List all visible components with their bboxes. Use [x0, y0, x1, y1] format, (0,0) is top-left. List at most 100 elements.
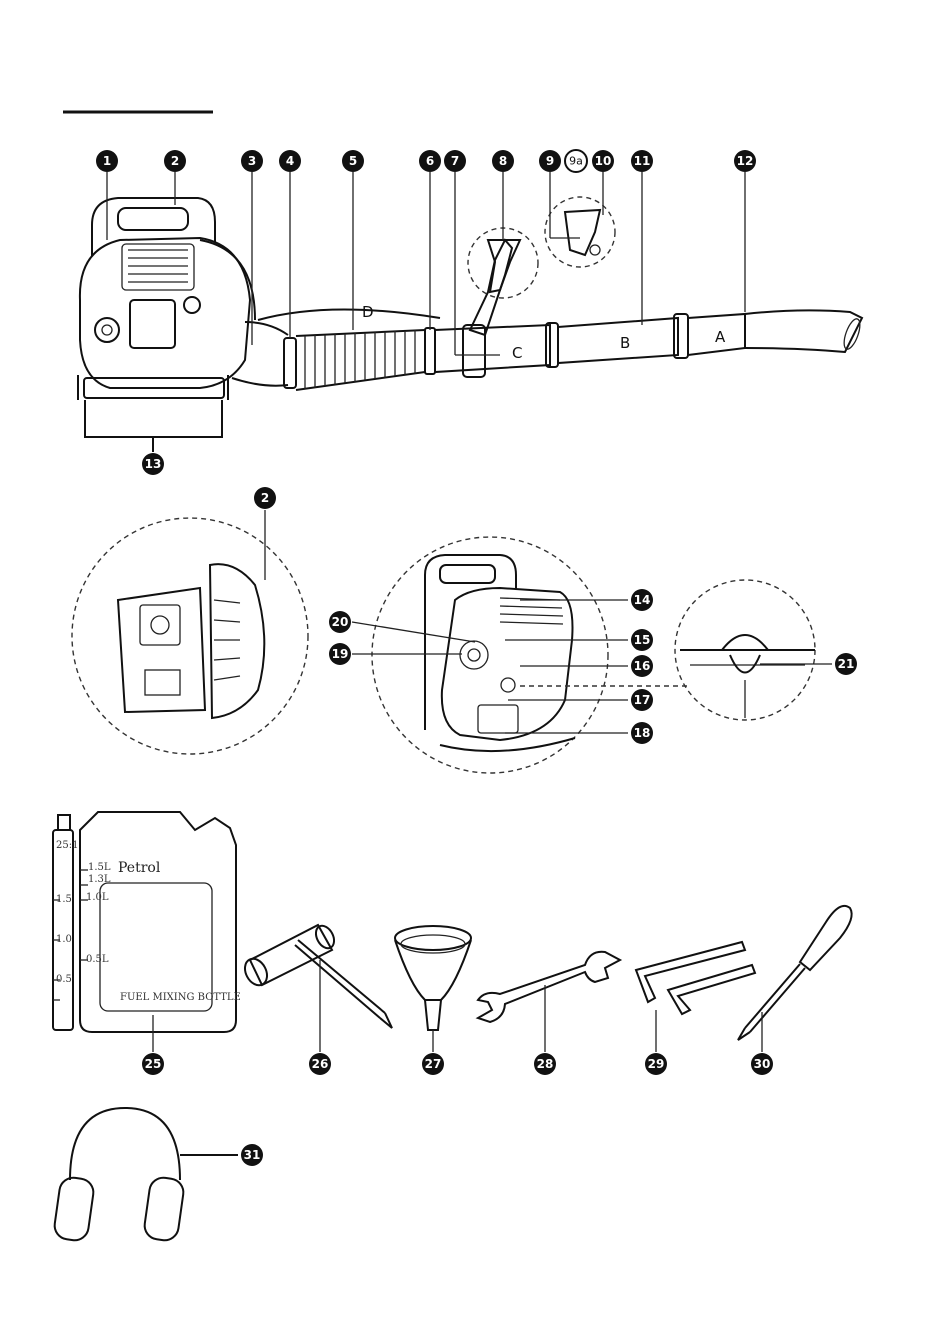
svg-text:2: 2 [261, 491, 269, 505]
svg-text:13: 13 [145, 457, 162, 471]
svg-text:2: 2 [171, 154, 179, 168]
side-backplate [210, 564, 264, 718]
tube-letter-b: B [620, 334, 630, 352]
svg-text:17: 17 [634, 693, 651, 707]
svg-text:15: 15 [634, 633, 651, 647]
svg-text:10: 10 [595, 154, 612, 168]
bottle-ratio: 25:1 [56, 840, 78, 851]
callout-27: 27 [422, 1053, 444, 1075]
callout-6: 6 [419, 150, 441, 172]
svg-text:6: 6 [426, 154, 434, 168]
callout-10: 10 [592, 150, 614, 172]
ear-defenders [53, 1108, 238, 1242]
primer-bulb [730, 655, 760, 673]
callout-21: 21 [835, 653, 857, 675]
blower-assembly: D C B A [78, 172, 863, 452]
svg-text:8: 8 [499, 154, 507, 168]
callout-14: 14 [631, 589, 653, 611]
callout-5: 5 [342, 150, 364, 172]
carry-handle [118, 208, 188, 230]
bottle-scale-right-1: 1.5L [88, 862, 111, 873]
svg-text:1: 1 [103, 154, 111, 168]
tube-letter-d: D [362, 303, 374, 321]
callout-20: 20 [329, 611, 351, 633]
side-engine [118, 588, 205, 712]
hex-key-2 [668, 965, 755, 1014]
primer-detail [675, 580, 832, 720]
screwdriver-handle [800, 906, 852, 970]
callout-13-bracket [85, 400, 222, 437]
funnel [395, 926, 471, 1052]
svg-text:14: 14 [634, 593, 651, 607]
callout-18: 18 [631, 722, 653, 744]
svg-text:20: 20 [332, 615, 349, 629]
tube-c [435, 325, 550, 372]
callout-16: 16 [631, 655, 653, 677]
svg-text:26: 26 [312, 1057, 329, 1071]
callout-11: 11 [631, 150, 653, 172]
callout-3: 3 [241, 150, 263, 172]
callout-26: 26 [309, 1053, 331, 1075]
tube-letter-a: A [715, 328, 726, 346]
hex-keys [636, 942, 755, 1052]
callout-28: 28 [534, 1053, 556, 1075]
callout-17: 17 [631, 689, 653, 711]
bottle-scale-right-2: 1.3L [88, 874, 111, 885]
svg-text:9a: 9a [569, 155, 583, 168]
bottle-footer: FUEL MIXING BOTTLE [120, 992, 241, 1003]
callout-8: 8 [492, 150, 514, 172]
trigger-lever [565, 210, 600, 255]
svg-text:25: 25 [145, 1057, 162, 1071]
callout-4: 4 [279, 150, 301, 172]
side-view-detail [72, 510, 308, 754]
callout-2-detail: 2 [254, 487, 276, 509]
headband [70, 1108, 180, 1180]
svg-text:30: 30 [754, 1057, 771, 1071]
hose-cable [258, 309, 440, 320]
callout-25: 25 [142, 1053, 164, 1075]
svg-text:3: 3 [248, 154, 256, 168]
svg-text:18: 18 [634, 726, 651, 740]
bottle-scale-left-2: 1.0 [56, 934, 72, 945]
svg-text:11: 11 [634, 154, 651, 168]
open-end-wrench [478, 952, 620, 1052]
svg-text:27: 27 [425, 1057, 442, 1071]
svg-text:12: 12 [737, 154, 754, 168]
tube-clamp [284, 338, 296, 388]
ear-cup-left [53, 1176, 95, 1242]
funnel-rim [395, 926, 471, 950]
tube-b [558, 318, 678, 363]
engine-body [80, 238, 250, 388]
callout-12: 12 [734, 150, 756, 172]
tube-joint-bc [546, 323, 558, 367]
rear-engine [442, 588, 573, 740]
callout-31: 31 [241, 1144, 263, 1166]
svg-text:7: 7 [451, 154, 459, 168]
callout-30: 30 [751, 1053, 773, 1075]
fuel-mixing-bottle: 25:1 1.5 1.0 0.5 1.5L 1.3L 1.0L 0.5L Pet… [53, 812, 241, 1052]
svg-text:31: 31 [244, 1148, 261, 1162]
svg-text:19: 19 [332, 647, 349, 661]
tube-letter-c: C [512, 344, 522, 362]
callout-9a: 9a [565, 150, 587, 172]
bottle-scale-right-4: 0.5L [86, 954, 109, 965]
bottle-scale-left-1: 1.5 [56, 894, 72, 905]
primer-dome [722, 635, 768, 650]
svg-text:5: 5 [349, 154, 357, 168]
hose-clamp [425, 328, 435, 374]
elbow-tube-bottom [232, 378, 288, 386]
screwdriver [738, 906, 852, 1052]
bottle-scale-right-3: 1.0L [86, 892, 109, 903]
svg-text:29: 29 [648, 1057, 665, 1071]
callout-29: 29 [645, 1053, 667, 1075]
ear-cup-right [143, 1176, 185, 1242]
bottle-name: Petrol [118, 860, 161, 876]
funnel-spout [425, 1000, 441, 1030]
tube-joint-ab [674, 314, 688, 358]
svg-text:28: 28 [537, 1057, 554, 1071]
callout-2: 2 [164, 150, 186, 172]
callout-13: 13 [142, 453, 164, 475]
bottle-scale-left-3: 0.5 [56, 974, 72, 985]
svg-text:9: 9 [546, 154, 554, 168]
